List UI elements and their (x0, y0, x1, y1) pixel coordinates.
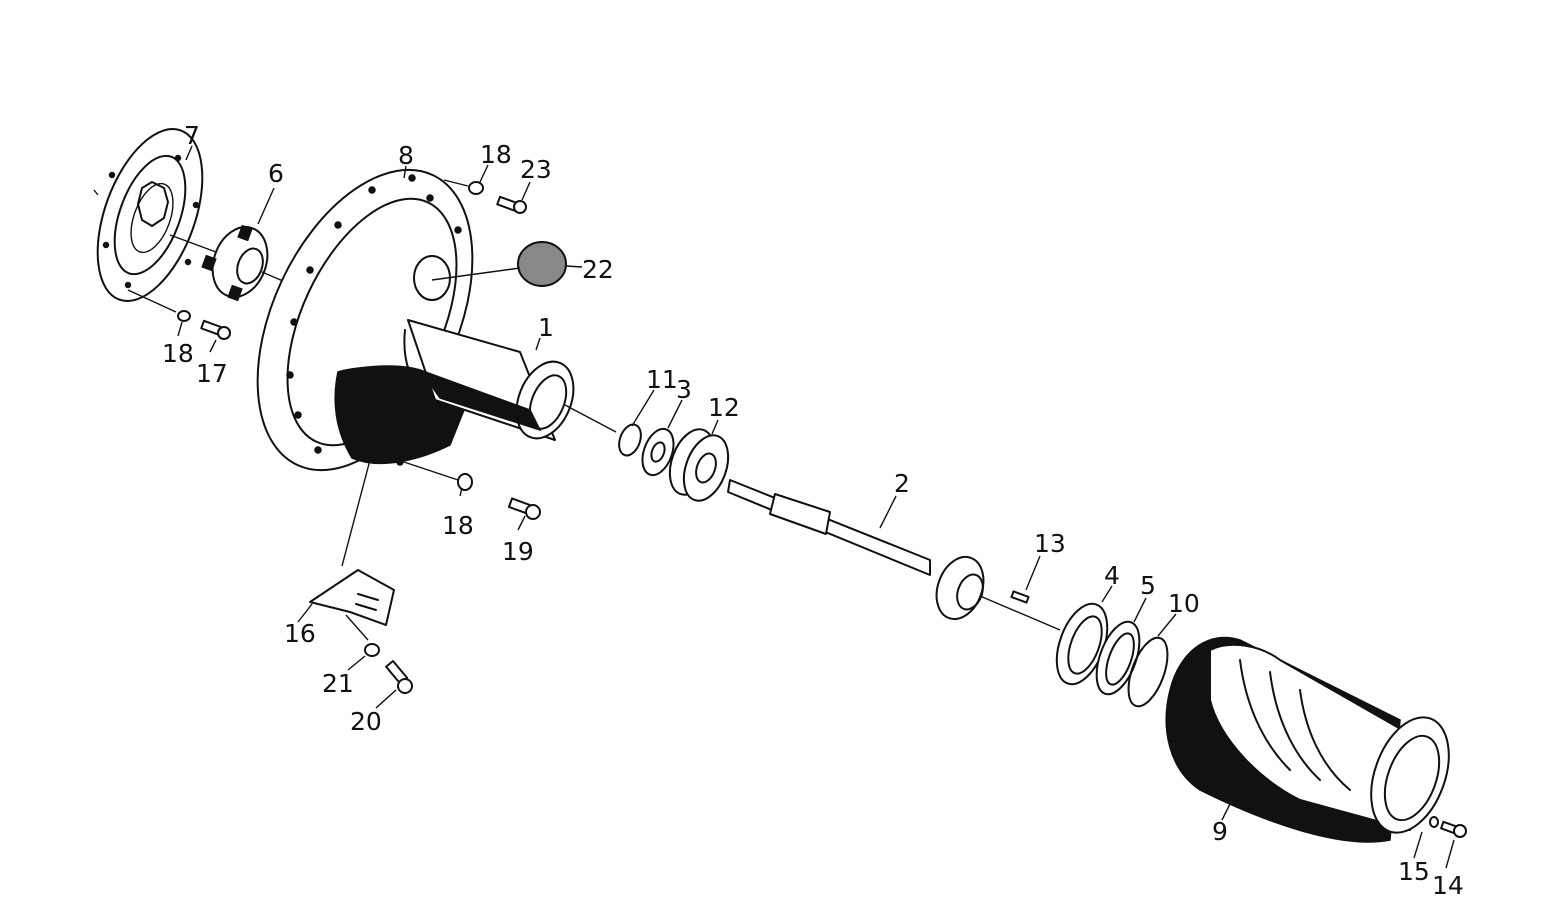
label-part-3: 3 (676, 375, 692, 404)
part-13-screw (1010, 590, 1030, 604)
label-part-18-bottom: 18 (442, 511, 474, 540)
label-part-9: 9 (1212, 817, 1228, 846)
label-part-20: 20 (350, 707, 382, 736)
label-part-14: 14 (1432, 871, 1464, 900)
label-part-5: 5 (1140, 571, 1156, 600)
part-18-washer-top (443, 179, 484, 195)
label-part-4: 4 (1104, 561, 1120, 590)
part-15-washer (1429, 816, 1439, 828)
label-part-18-left: 18 (162, 339, 194, 368)
label-part-23: 23 (520, 155, 552, 184)
part-6-splined-coupling (169, 224, 291, 302)
label-part-17: 17 (196, 359, 228, 388)
part-20-bolt (385, 660, 413, 694)
leader-lines (177, 145, 1455, 869)
label-part-15: 15 (1398, 857, 1430, 886)
label-part-8: 8 (398, 141, 414, 170)
part-21-washer (364, 643, 380, 657)
part-22-cap (431, 241, 583, 287)
part-labels: 7 6 8 18 23 22 1 18 17 18 19 16 21 20 11… (162, 121, 1464, 900)
label-part-11: 11 (646, 365, 678, 394)
part-2-shaft (727, 479, 1061, 631)
part-3-washer (641, 427, 675, 477)
part-14-screw (1440, 820, 1467, 838)
label-part-7: 7 (184, 121, 200, 150)
label-part-10: 10 (1168, 589, 1200, 618)
label-part-22: 22 (582, 255, 614, 284)
part-7-flange-plate (93, 128, 204, 302)
label-part-18-top: 18 (480, 140, 512, 169)
part-17-bolt (127, 289, 231, 340)
part-1-hub-tube (403, 319, 575, 441)
label-part-21: 21 (322, 669, 354, 698)
label-part-16: 16 (284, 619, 316, 648)
part-10-ring (1127, 636, 1169, 708)
part-16-bracket (309, 459, 395, 641)
label-part-1: 1 (538, 313, 554, 342)
part-18-washer-left (177, 310, 191, 322)
label-part-13: 13 (1034, 529, 1066, 558)
part-12-bearing (668, 428, 730, 502)
part-18-washer-bottom (403, 461, 473, 491)
label-part-19: 19 (502, 537, 534, 566)
label-part-6: 6 (268, 159, 284, 188)
label-part-2: 2 (894, 469, 910, 498)
part-23-bolt (496, 195, 527, 214)
part-9-bellows (1165, 636, 1450, 843)
part-11-circlip (564, 404, 642, 457)
part-19-bolt (507, 497, 541, 520)
label-part-12: 12 (708, 393, 740, 422)
